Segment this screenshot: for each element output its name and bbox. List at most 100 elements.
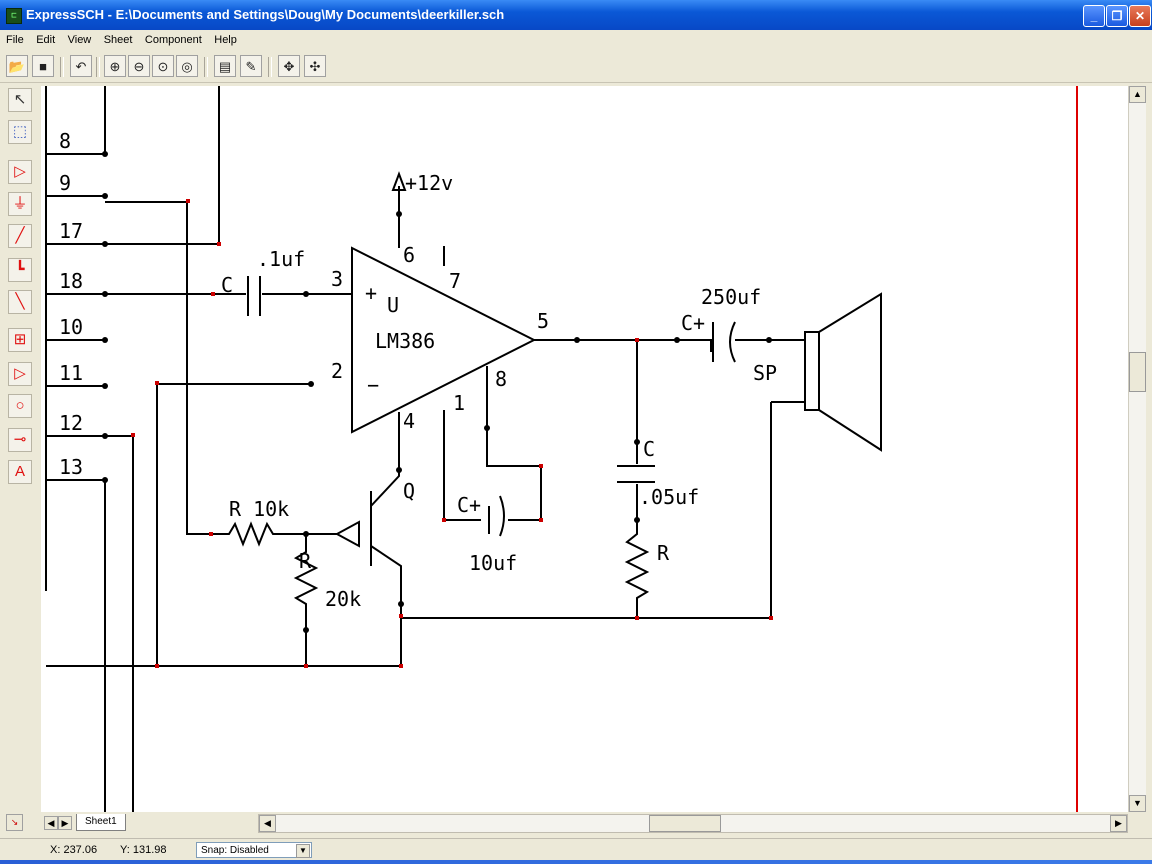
zoom-in-icon[interactable]: ⊕ — [104, 55, 126, 77]
resistor-label: R — [657, 541, 670, 565]
vertical-scrollbar[interactable]: ▲ ▼ — [1128, 86, 1146, 812]
close-button[interactable]: ✕ — [1129, 5, 1151, 27]
wire-nodes — [102, 151, 772, 633]
pin-label: 8 — [59, 129, 71, 153]
edit-properties-icon[interactable]: ✎ — [240, 55, 262, 77]
maximize-button[interactable]: ❐ — [1106, 5, 1128, 27]
menu-bar: File Edit View Sheet Component Help — [0, 30, 1152, 50]
toolbar-separator — [96, 57, 100, 77]
pin-tool-icon[interactable]: ⊸ — [8, 428, 32, 452]
pin-label: 10 — [59, 315, 83, 339]
wires — [45, 86, 882, 812]
select-arrow-icon[interactable]: ↖ — [8, 88, 32, 112]
resistor-label: R 10k — [229, 497, 289, 521]
pan-icon[interactable]: ✥ — [278, 55, 300, 77]
tab-prev-icon[interactable]: ◀ — [44, 816, 58, 830]
tab-next-icon[interactable]: ▶ — [58, 816, 72, 830]
cap-label: C+ — [681, 311, 705, 335]
scroll-right-icon[interactable]: ▶ — [1110, 815, 1127, 832]
pin-label: 12 — [59, 411, 83, 435]
status-bar: X: 237.06 Y: 131.98 Snap: Disabled ▼ — [0, 838, 1152, 861]
bus-entry-icon[interactable]: ┗ — [8, 258, 32, 282]
sheet-tab-bar: ↘ ◀ ▶ Sheet1 ◀ ▶ — [0, 812, 1152, 838]
app-icon: ⊏ — [6, 8, 22, 24]
transistor-label: Q — [403, 479, 415, 503]
cap-value: 250uf — [701, 285, 761, 309]
window-title: ExpressSCH - E:\Documents and Settings\D… — [26, 7, 505, 22]
pin-label: 9 — [59, 171, 71, 195]
cap-value: .05uf — [639, 485, 699, 509]
pin-number: 6 — [403, 243, 415, 267]
cap-value: .1uf — [257, 247, 305, 271]
tab-sheet1[interactable]: Sheet1 — [76, 814, 126, 831]
toolbar-separator — [268, 57, 272, 77]
pin-number: 5 — [537, 309, 549, 333]
menu-help[interactable]: Help — [214, 34, 237, 46]
ground-symbol-icon[interactable]: ⏚ — [8, 192, 32, 216]
wire-tool-icon[interactable]: ╱ — [8, 224, 32, 248]
zoom-window-icon[interactable]: ⊙ — [152, 55, 174, 77]
horizontal-scroll-thumb[interactable] — [649, 815, 721, 832]
diagonal-wire-icon[interactable]: ╲ — [8, 290, 32, 314]
zoom-previous-icon[interactable]: ◎ — [176, 55, 198, 77]
chevron-down-icon[interactable]: ▼ — [296, 844, 310, 858]
pin-label: 17 — [59, 219, 83, 243]
pin-number: 1 — [453, 391, 465, 415]
open-icon[interactable]: 📂 — [6, 55, 28, 77]
resistor-value: 20k — [325, 587, 361, 611]
menu-file[interactable]: File — [6, 34, 24, 46]
snap-select[interactable]: Snap: Disabled ▼ — [196, 842, 312, 858]
taskbar-strip — [0, 860, 1152, 864]
opamp-plus: + — [365, 281, 377, 305]
pin-label: 18 — [59, 269, 83, 293]
toolbar-separator — [204, 57, 208, 77]
cap-label: C — [643, 437, 655, 461]
circle-symbol-icon[interactable]: ○ — [8, 394, 32, 418]
resistor-label: R — [299, 549, 312, 573]
opamp-ref: U — [387, 293, 399, 317]
cap-value: 10uf — [469, 551, 517, 575]
properties-icon[interactable]: ▤ — [214, 55, 236, 77]
opamp-minus: − — [367, 373, 379, 397]
speaker-label: SP — [753, 361, 777, 385]
pin-number: 8 — [495, 367, 507, 391]
menu-edit[interactable]: Edit — [36, 34, 56, 46]
vertical-scroll-thumb[interactable] — [1129, 352, 1146, 392]
buffer-symbol-icon[interactable]: ▷ — [8, 160, 32, 184]
text-tool-icon[interactable]: A — [8, 460, 32, 484]
status-x: X: 237.06 — [50, 844, 98, 856]
schematic-drawing: 8 9 17 18 10 11 12 13 U LM386 + − 3 2 6 … — [45, 86, 1078, 812]
opamp-part: LM386 — [375, 329, 435, 353]
toolbar-separator — [60, 57, 64, 77]
horizontal-scrollbar[interactable]: ◀ ▶ — [258, 814, 1128, 833]
menu-component[interactable]: Component — [144, 34, 202, 46]
pin-number: 3 — [331, 267, 343, 291]
junctions — [131, 199, 773, 668]
pin-label: 13 — [59, 455, 83, 479]
center-icon[interactable]: ✣ — [304, 55, 326, 77]
status-y: Y: 131.98 — [120, 844, 167, 856]
save-icon[interactable]: ■ — [32, 55, 54, 77]
supply-label: +12v — [405, 171, 453, 195]
pin-label: 11 — [59, 361, 83, 385]
scroll-down-icon[interactable]: ▼ — [1129, 795, 1146, 812]
schematic-canvas[interactable]: 8 9 17 18 10 11 12 13 U LM386 + − 3 2 6 … — [41, 86, 1128, 812]
cap-label: C — [221, 273, 233, 297]
component-box-icon[interactable]: ⊞ — [8, 328, 32, 352]
scroll-left-icon[interactable]: ◀ — [259, 815, 276, 832]
triangle-symbol-icon[interactable]: ▷ — [8, 362, 32, 386]
scroll-up-icon[interactable]: ▲ — [1129, 86, 1146, 103]
minimize-button[interactable]: _ — [1083, 5, 1105, 27]
menu-sheet[interactable]: Sheet — [103, 34, 133, 46]
menu-view[interactable]: View — [67, 34, 92, 46]
pin-number: 7 — [449, 269, 461, 293]
pin-number: 2 — [331, 359, 343, 383]
pin-number: 4 — [403, 409, 415, 433]
undo-icon[interactable]: ↶ — [70, 55, 92, 77]
sheet-tool-icon[interactable]: ↘ — [6, 814, 23, 831]
tool-palette: ↖ ⬚ ▷ ⏚ ╱ ┗ ╲ ⊞ ▷ ○ ⊸ A — [5, 86, 35, 814]
cap-label: C+ — [457, 493, 481, 517]
zoom-select-icon[interactable]: ⬚ — [8, 120, 32, 144]
zoom-out-icon[interactable]: ⊖ — [128, 55, 150, 77]
toolbar: 📂 ■ ↶ ⊕ ⊖ ⊙ ◎ ▤ ✎ ✥ ✣ — [0, 52, 1152, 83]
